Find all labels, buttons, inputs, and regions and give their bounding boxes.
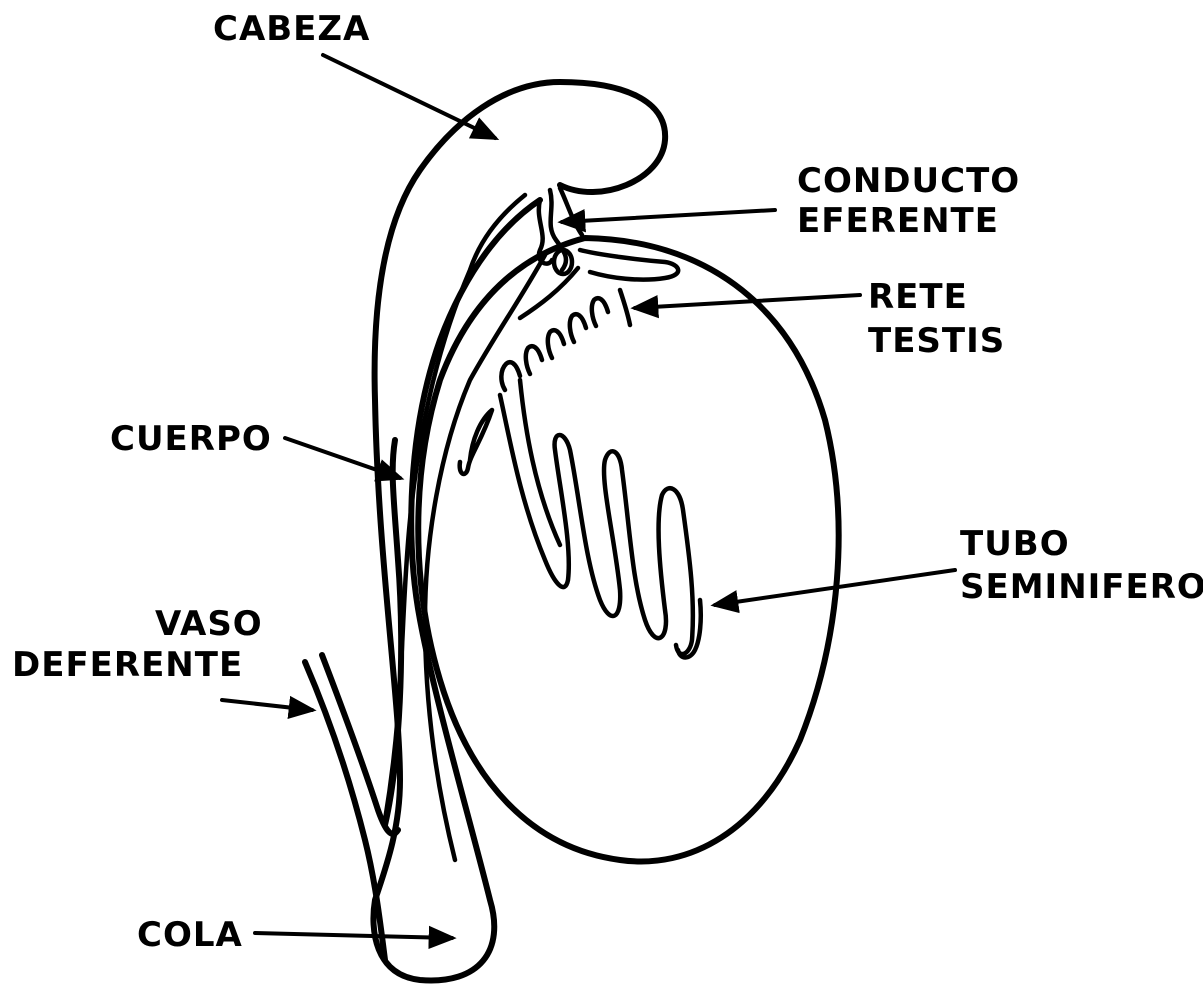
seminiferous-tubule: [460, 395, 693, 654]
testis-outline: [418, 238, 838, 862]
label-cabeza: CABEZA: [213, 9, 370, 49]
label-conducto-line1: CONDUCTO: [797, 161, 1020, 201]
vaso-deferente-arrow: [222, 700, 312, 710]
label-tubo-line1: TUBO: [960, 524, 1070, 564]
cuerpo-arrow: [285, 438, 400, 478]
label-rete-line1: RETE: [868, 277, 968, 317]
label-vaso-line1: VASO: [155, 604, 263, 644]
label-rete-line2: TESTIS: [868, 321, 1005, 361]
rete-testis-loops: [501, 290, 630, 390]
label-cuerpo: CUERPO: [110, 419, 272, 459]
label-conducto-line2: EFERENTE: [797, 201, 999, 241]
cola-arrow: [255, 933, 452, 938]
label-vaso-line2: DEFERENTE: [12, 645, 243, 685]
label-cola: COLA: [137, 915, 243, 955]
conducto-eferente-arrow: [562, 210, 775, 222]
cabeza-arrow: [323, 55, 495, 138]
label-tubo-line2: SEMINIFERO: [960, 567, 1203, 607]
